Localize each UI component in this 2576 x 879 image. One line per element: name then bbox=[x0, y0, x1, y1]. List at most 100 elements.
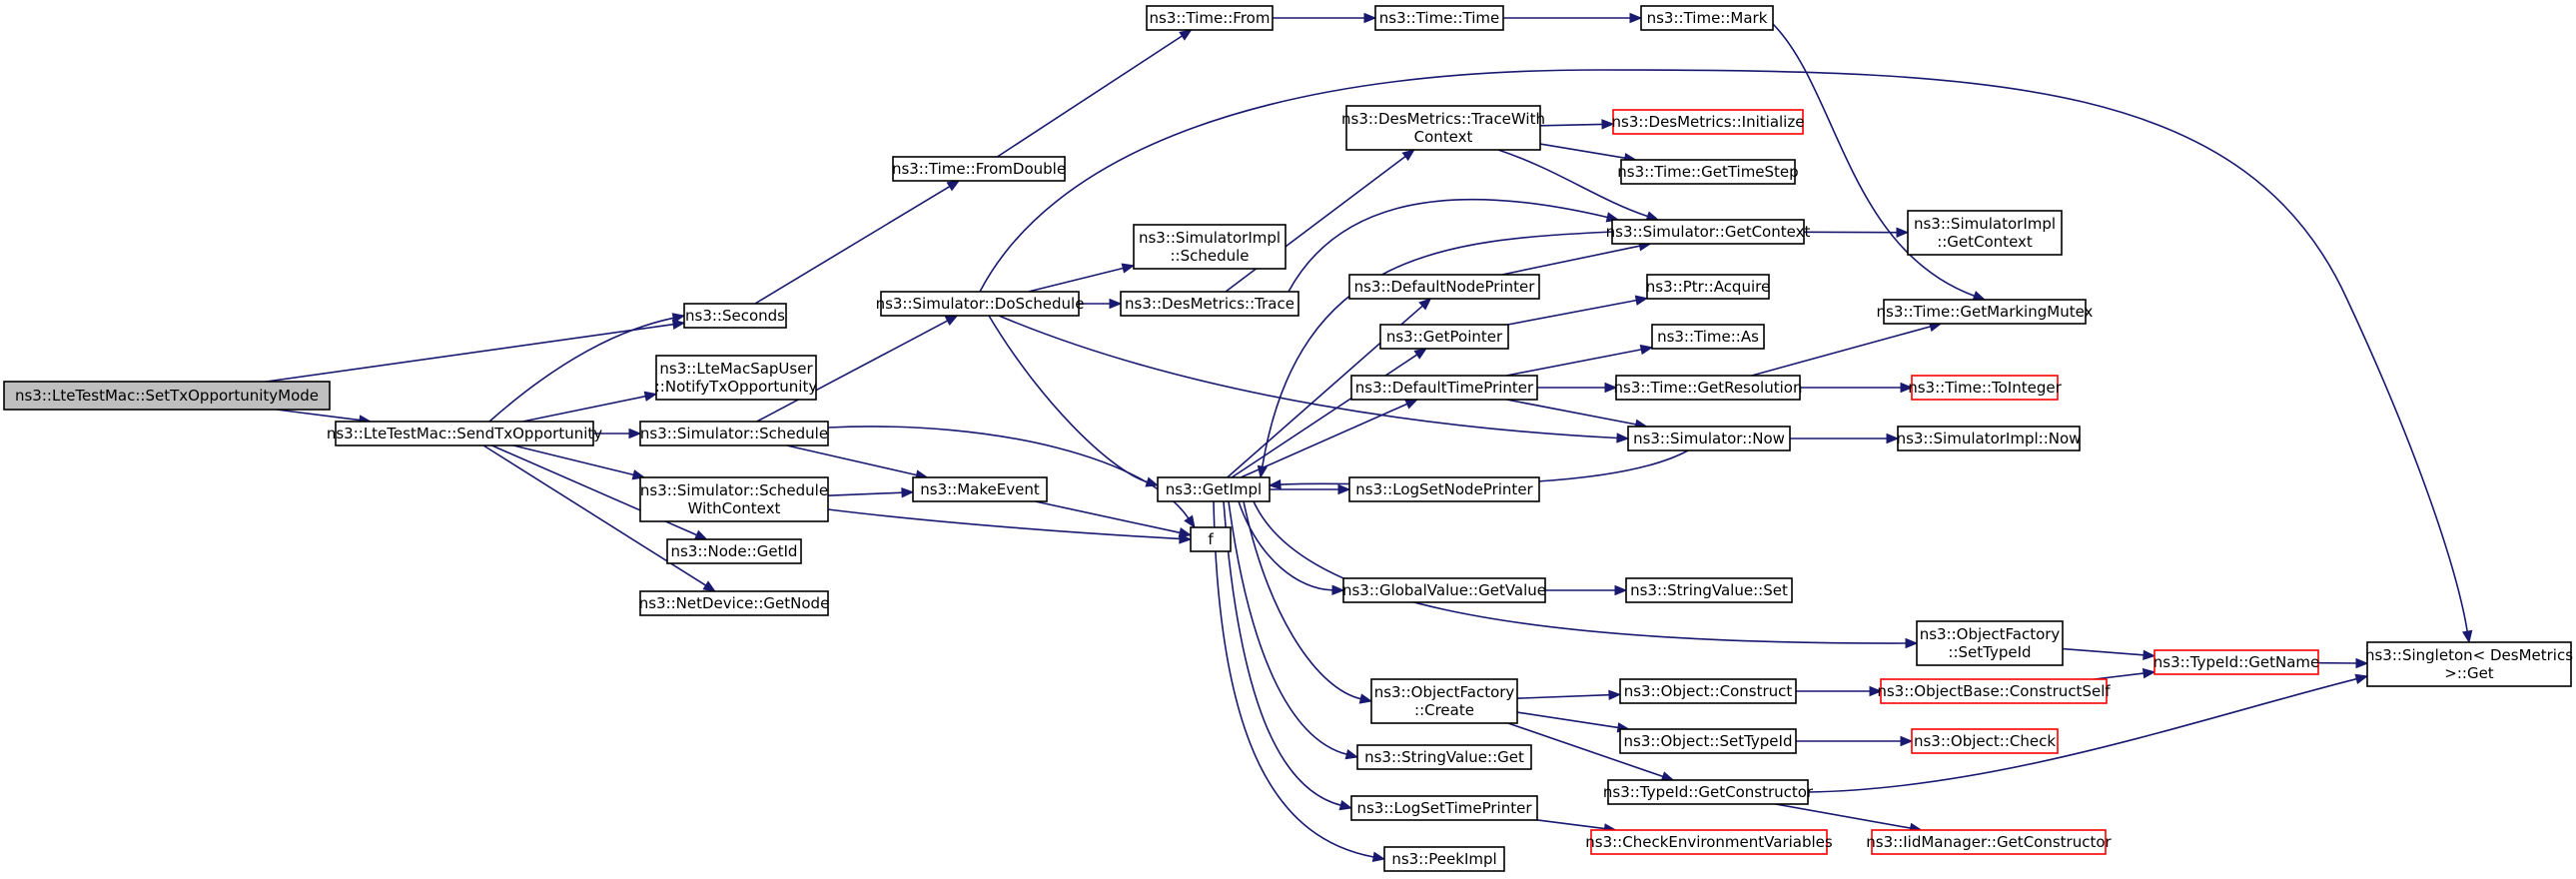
node-objcheck[interactable]: ns3::Object::Check bbox=[1911, 728, 2059, 754]
node-simsched[interactable]: ns3::Simulator::Schedule bbox=[639, 421, 829, 446]
node-box bbox=[1907, 210, 2063, 256]
edge-getimpl-to-logsettimeprinter bbox=[1223, 500, 1353, 811]
arrowhead bbox=[1404, 399, 1418, 410]
arrowhead bbox=[1905, 637, 1919, 649]
arrowhead bbox=[1331, 584, 1345, 596]
node-box bbox=[1345, 105, 1541, 151]
node-fromdouble[interactable]: ns3::Time::FromDouble bbox=[892, 156, 1066, 182]
node-gettimestep[interactable]: ns3::Time::GetTimeStep bbox=[1617, 159, 1799, 185]
node-label: ns3::TypeId::GetConstructor bbox=[1603, 783, 1814, 801]
node-label: ns3::Simulator::Schedule bbox=[640, 481, 828, 499]
node-timetime[interactable]: ns3::Time::Time bbox=[1374, 5, 1504, 31]
node-obconstructself[interactable]: ns3::ObjectBase::ConstructSelf bbox=[1877, 678, 2111, 704]
node-desinit[interactable]: ns3::DesMetrics::Initialize bbox=[1612, 109, 1805, 135]
node-svget[interactable]: ns3::StringValue::Get bbox=[1356, 744, 1532, 770]
node-label: ns3::SimulatorImpl::Now bbox=[1897, 430, 2082, 447]
node-markingmutex[interactable]: ns3::Time::GetMarkingMutex bbox=[1877, 299, 2094, 325]
node-logsettimeprinter[interactable]: ns3::LogSetTimePrinter bbox=[1350, 795, 1538, 821]
node-seconds[interactable]: ns3::Seconds bbox=[683, 303, 787, 329]
edge-deftimeprinter-to-simnow bbox=[1506, 399, 1648, 430]
node-label: ns3::ObjectFactory bbox=[1374, 683, 1515, 701]
node-f[interactable]: f bbox=[1190, 526, 1232, 552]
node-box bbox=[3, 381, 331, 411]
node-netdevnode[interactable]: ns3::NetDevice::GetNode bbox=[639, 590, 830, 616]
node-box bbox=[1590, 829, 1828, 855]
arrowhead bbox=[1418, 298, 1432, 311]
node-root[interactable]: ns3::LteTestMac::SetTxOpportunityMode bbox=[3, 381, 331, 411]
node-box bbox=[1146, 5, 1274, 31]
node-simgetctx[interactable]: ns3::Simulator::GetContext bbox=[1606, 219, 1811, 245]
node-box bbox=[1350, 375, 1538, 401]
node-checkenv[interactable]: ns3::CheckEnvironmentVariables bbox=[1585, 829, 1833, 855]
edge-ofcreate-to-objsettypeid bbox=[1516, 711, 1631, 733]
node-ptracquire[interactable]: ns3::Ptr::Acquire bbox=[1646, 274, 1770, 300]
node-simimplgetctx[interactable]: ns3::SimulatorImpl::GetContext bbox=[1907, 210, 2063, 256]
node-ofcreate[interactable]: ns3::ObjectFactory::Create bbox=[1370, 678, 1518, 724]
node-box bbox=[655, 355, 817, 401]
node-makeevent[interactable]: ns3::MakeEvent bbox=[912, 476, 1048, 502]
node-timeas[interactable]: ns3::Time::As bbox=[1651, 324, 1765, 350]
node-notifytx[interactable]: ns3::LteMacSapUser::NotifyTxOpportunity bbox=[655, 355, 818, 401]
node-getpointer[interactable]: ns3::GetPointer bbox=[1379, 324, 1509, 350]
node-doschedule[interactable]: ns3::Simulator::DoSchedule bbox=[876, 291, 1085, 317]
node-box bbox=[1374, 5, 1504, 31]
node-label: ns3::Simulator::GetContext bbox=[1606, 223, 1811, 241]
node-objconstruct[interactable]: ns3::Object::Construct bbox=[1619, 678, 1797, 704]
edge-simschedctx-to-makeevent bbox=[827, 486, 915, 498]
node-sendtx[interactable]: ns3::LteTestMac::SendTxOpportunity bbox=[327, 421, 602, 446]
node-deftimeprinter[interactable]: ns3::DefaultTimePrinter bbox=[1350, 375, 1538, 401]
arrowhead bbox=[1629, 12, 1643, 24]
node-getimpl[interactable]: ns3::GetImpl bbox=[1157, 476, 1271, 502]
node-timemark[interactable]: ns3::Time::Mark bbox=[1640, 5, 1774, 31]
node-singleton[interactable]: ns3::Singleton< DesMetrics >::Get bbox=[2365, 641, 2573, 687]
node-iidgetctor[interactable]: ns3::IidManager::GetConstructor bbox=[1866, 829, 2113, 855]
node-tidgetctor[interactable]: ns3::TypeId::GetConstructor bbox=[1603, 779, 1814, 805]
node-tidgetname[interactable]: ns3::TypeId::GetName bbox=[2153, 649, 2319, 675]
arrowhead bbox=[2354, 673, 2369, 684]
node-box bbox=[1619, 678, 1797, 704]
node-getresolution[interactable]: ns3::Time::GetResolution bbox=[1614, 375, 1803, 401]
node-box bbox=[1651, 324, 1765, 350]
node-label: ns3::Time::ToInteger bbox=[1908, 379, 2062, 397]
node-svset[interactable]: ns3::StringValue::Set bbox=[1625, 577, 1793, 603]
node-tointeger[interactable]: ns3::Time::ToInteger bbox=[1908, 375, 2063, 401]
node-simimplnow[interactable]: ns3::SimulatorImpl::Now bbox=[1897, 426, 2082, 451]
node-label: ns3::Seconds bbox=[685, 307, 785, 325]
edge-timetime-to-timemark bbox=[1503, 12, 1643, 24]
arrowhead bbox=[1363, 12, 1377, 24]
edge-deftimeprinter-to-timeas bbox=[1505, 344, 1654, 377]
node-label: ns3::Time::GetTimeStep bbox=[1617, 163, 1798, 181]
node-label: ns3::ObjectBase::ConstructSelf bbox=[1877, 682, 2111, 700]
node-label: ns3::DefaultTimePrinter bbox=[1355, 379, 1534, 397]
node-destrace[interactable]: ns3::DesMetrics::Trace bbox=[1120, 291, 1299, 317]
node-box bbox=[2366, 641, 2572, 687]
node-label: ::Schedule bbox=[1170, 247, 1249, 265]
arrowhead bbox=[944, 315, 959, 326]
node-label: ns3::ObjectFactory bbox=[1920, 625, 2061, 643]
node-logsetnodeprinter[interactable]: ns3::LogSetNodePrinter bbox=[1348, 476, 1540, 502]
node-box bbox=[1612, 109, 1804, 135]
edge-tracewithctx-to-desinit bbox=[1539, 119, 1615, 130]
node-simimplsched[interactable]: ns3::SimulatorImpl::Schedule bbox=[1133, 224, 1287, 270]
node-objsettypeid[interactable]: ns3::Object::SetTypeId bbox=[1619, 728, 1797, 754]
node-label: ns3::Simulator::Now bbox=[1633, 430, 1785, 447]
node-label: ns3::LogSetNodePrinter bbox=[1355, 480, 1533, 498]
node-box bbox=[1379, 324, 1509, 350]
node-peekimpl[interactable]: ns3::PeekImpl bbox=[1383, 846, 1505, 872]
node-timefrom[interactable]: ns3::Time::From bbox=[1146, 5, 1274, 31]
node-ofsettypeid[interactable]: ns3::ObjectFactory::SetTypeId bbox=[1916, 620, 2064, 666]
node-gvgetvalue[interactable]: ns3::GlobalValue::GetValue bbox=[1342, 577, 1546, 603]
edge-timefrom-to-timetime bbox=[1273, 12, 1377, 24]
node-defnodeprinter[interactable]: ns3::DefaultNodePrinter bbox=[1348, 274, 1540, 300]
node-nodegetid[interactable]: ns3::Node::GetId bbox=[666, 538, 802, 564]
node-label: ns3::Time::FromDouble bbox=[892, 160, 1066, 178]
edge-getimpl-to-peekimpl bbox=[1213, 500, 1386, 863]
arrowhead bbox=[1886, 433, 1900, 444]
node-box bbox=[880, 291, 1080, 317]
node-label: ns3::CheckEnvironmentVariables bbox=[1585, 833, 1833, 851]
node-label: ::SetTypeId bbox=[1948, 643, 2031, 661]
node-simnow[interactable]: ns3::Simulator::Now bbox=[1627, 426, 1791, 451]
node-box bbox=[1133, 224, 1287, 270]
